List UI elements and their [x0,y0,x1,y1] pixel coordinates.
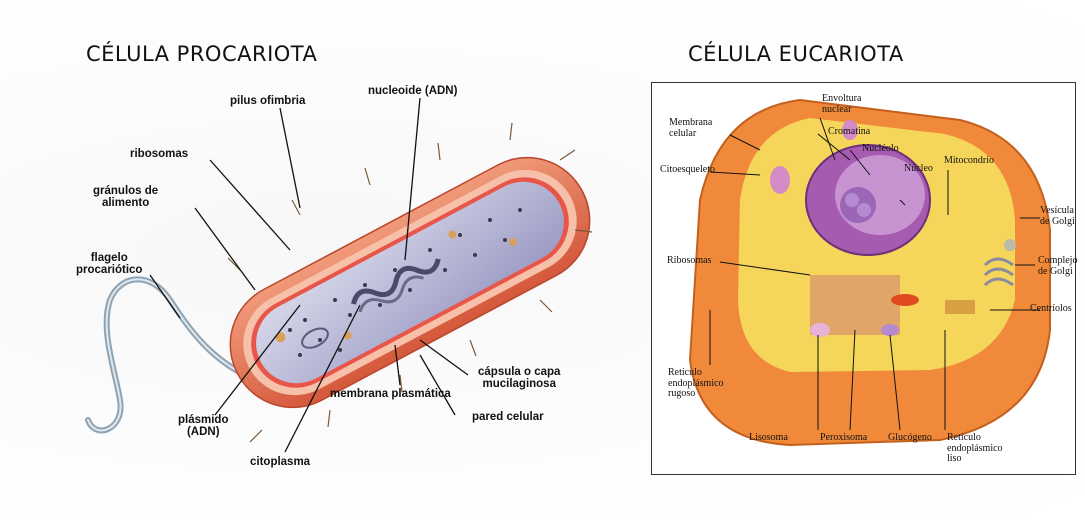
eu-rough-er-line1: Retículo [668,368,724,379]
eu-glycogen-label: Glucógeno [888,433,932,444]
eu-vesicle-line1: Vesícula [1040,206,1075,217]
eu-golgi-line2: de Golgi [1038,267,1077,278]
eu-smooth-er-line1: Retículo [947,433,1003,444]
eu-nucleolus-label: Nucléolo [862,144,899,155]
eu-chromatin-label: Cromatina [828,127,870,138]
eu-vesicle-line2: de Golgi [1040,217,1075,228]
eu-membrane-line1: Membrana [669,118,712,129]
eu-envelope-label: Envoltura nuclear [822,94,861,115]
eu-rough-er-line3: rugoso [668,389,724,400]
eu-peroxisome-label: Peroxisoma [820,433,867,444]
eu-nucleolus [840,187,876,223]
eu-membrane-line2: celular [669,129,712,140]
eu-nucleus-label: Núcleo [904,164,933,175]
eu-smooth-er-label: Retículo endoplásmico liso [947,433,1003,465]
eu-membrane-label: Membrana celular [669,118,712,139]
eu-lysosome-label: Lisosoma [749,433,788,444]
eu-vesicle-label: Vesícula de Golgi [1040,206,1075,227]
eu-envelope-line2: nuclear [822,105,861,116]
eu-cytoskeleton-label: Citoesqueleto [660,165,715,176]
eu-envelope-line1: Envoltura [822,94,861,105]
eu-ribosomes-label: Ribosomas [667,256,711,267]
eu-rough-er-label: Retículo endoplásmico rugoso [668,368,724,400]
eu-mitochondrion-label: Mitocondrio [944,156,994,167]
eu-centrioles-label: Centríolos [1030,304,1072,315]
eu-smooth-er-line3: liso [947,454,1003,465]
eu-golgi-line1: Complejo [1038,256,1077,267]
eu-golgi-label: Complejo de Golgi [1038,256,1077,277]
